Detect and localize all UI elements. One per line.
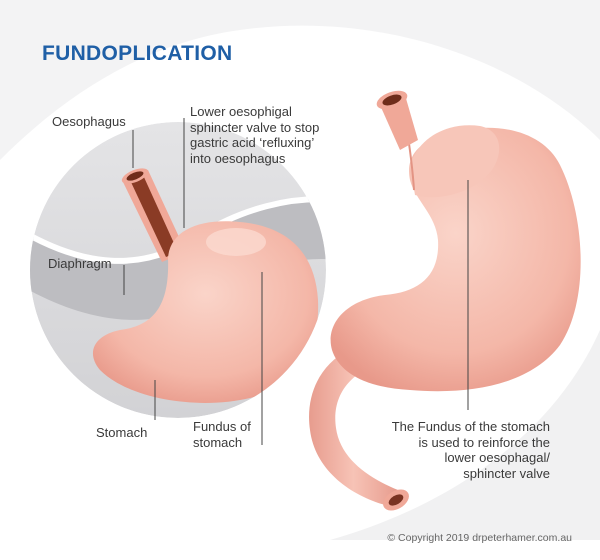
intestine (309, 350, 398, 505)
stomach-body (330, 127, 581, 392)
label-stomach: Stomach (96, 425, 148, 440)
label-diaphragm: Diaphragm (48, 256, 112, 271)
fundus-wrap (410, 125, 500, 198)
background-swoosh-2 (330, 330, 600, 540)
label-oesophagus: Oesophagus (52, 114, 126, 129)
page-title: FUNDOPLICATION (42, 42, 233, 65)
leader-lines (123, 118, 469, 445)
label-sphincter-valve: Lower oesophigal sphincter valve to stop… (190, 104, 320, 166)
label-fundus-note: The Fundus of the stomach is used to rei… (391, 419, 550, 481)
stomach-large (309, 90, 581, 511)
background-swoosh (0, 0, 600, 160)
copyright-text: © Copyright 2019 drpeterhamer.com.au (387, 532, 572, 544)
label-fundus-of-stomach: Fundus of stomach (193, 419, 251, 450)
